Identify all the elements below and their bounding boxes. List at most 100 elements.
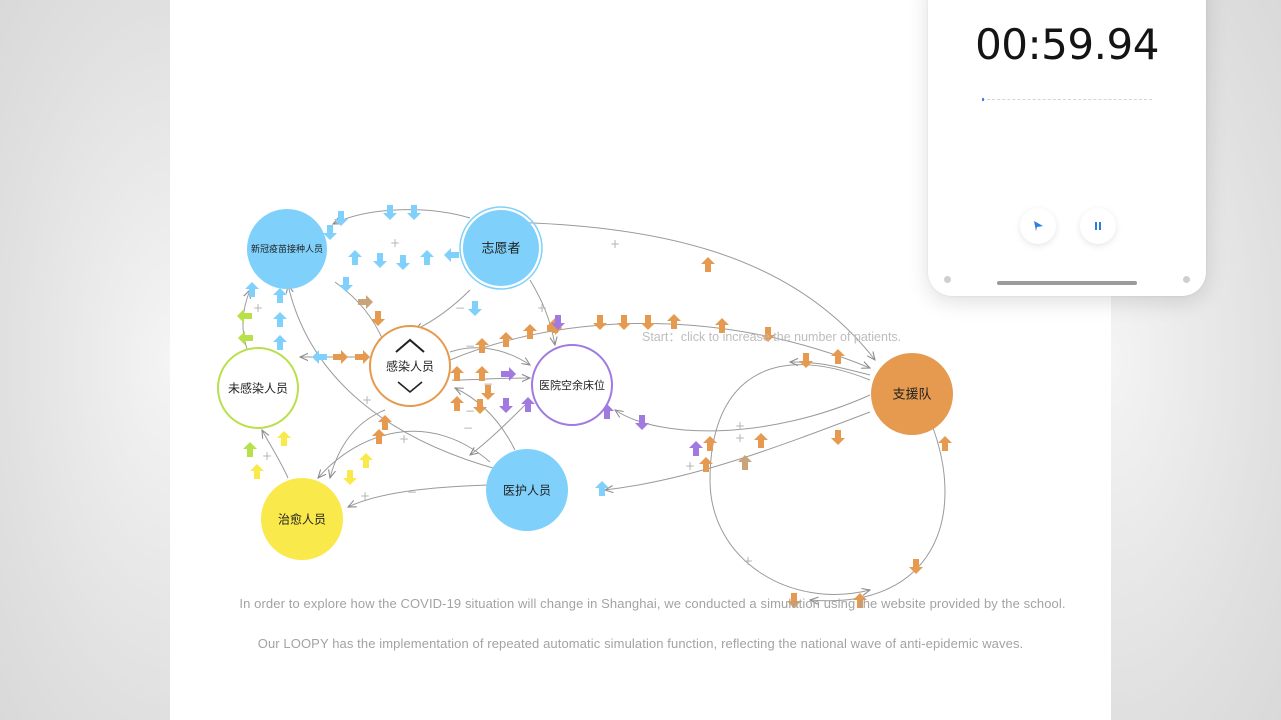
edge-sign-2: +: [537, 301, 547, 315]
signal-arrow-49: [699, 457, 713, 472]
node-label-uninfected: 未感染人员: [228, 380, 288, 395]
node-label-volunteers: 志愿者: [481, 242, 520, 257]
edge-sign-15: −: [465, 404, 475, 418]
node-vaccinated[interactable]: 新冠疫苗接种人员: [247, 209, 327, 289]
home-indicator: [997, 281, 1137, 285]
left-backdrop: [0, 0, 170, 720]
play-button[interactable]: [1020, 208, 1056, 244]
edge-sign-16: +: [360, 489, 370, 503]
signal-arrow-43: [450, 366, 464, 381]
signal-arrow-11: [245, 282, 259, 297]
signal-arrow-63: [635, 415, 649, 430]
signal-arrow-38: [715, 318, 729, 333]
signal-arrow-9: [339, 277, 353, 292]
node-label-vaccinated: 新冠疫苗接种人员: [251, 243, 323, 255]
edge-support-loop-left: [709, 364, 870, 595]
signal-arrow-58: [501, 367, 516, 381]
signal-arrow-29: [378, 415, 392, 430]
signal-arrow-45: [481, 385, 495, 400]
node-label-infected: 感染人员: [386, 358, 434, 373]
edge-sign-14: +: [685, 459, 695, 473]
signal-arrow-55: [853, 593, 867, 608]
edge-sign-10: +: [262, 449, 272, 463]
edge-medical-to-recovered: [348, 484, 489, 507]
pause-icon: [1095, 222, 1101, 230]
edge-recovered-to-uninfected: [262, 430, 289, 479]
signal-arrow-12: [273, 288, 287, 303]
signal-arrow-31: [499, 332, 513, 347]
edge-volunteer-to-beds: [529, 279, 555, 345]
signal-arrow-13: [273, 312, 287, 327]
start-hint: Start：click to increase the number of pa…: [642, 330, 902, 344]
caption-line-2: Our LOOPY has the implementation of repe…: [257, 636, 1024, 651]
edge-sign-4: +: [253, 301, 263, 315]
edge-sign-8: −: [483, 377, 493, 391]
signal-arrow-28: [372, 429, 386, 444]
node-label-medical-staff: 医护人员: [503, 483, 551, 497]
signal-arrow-57: [738, 455, 752, 470]
signal-arrow-44: [475, 366, 489, 381]
edge-sign-6: +: [399, 432, 409, 446]
edge-support-loop-right: [810, 419, 946, 601]
signal-arrow-27: [355, 350, 370, 364]
edge-medical-to-infected: [455, 388, 516, 451]
signal-arrow-54: [787, 593, 801, 608]
signal-arrow-52: [938, 436, 952, 451]
signal-arrow-24: [371, 311, 385, 326]
edge-infected-to-recovered: [330, 409, 386, 478]
signal-arrow-10: [468, 301, 482, 316]
edge-medical-to-recovered-b: [318, 430, 491, 478]
signal-arrow-32: [523, 324, 537, 339]
decrease-chevron-icon[interactable]: [397, 381, 423, 394]
node-label-hospital-beds: 医院空余床位: [539, 378, 605, 392]
signal-arrow-61: [551, 315, 565, 330]
signal-arrow-15: [312, 350, 327, 364]
signal-arrow-53: [909, 559, 923, 574]
edge-volunteer-to-support-team: [499, 221, 875, 360]
signal-arrow-51: [831, 430, 845, 445]
edge-volunteer-to-vaccinated-top: [333, 209, 471, 224]
signal-arrow-35: [617, 315, 631, 330]
node-hospital-beds[interactable]: 医院空余床位: [531, 344, 613, 426]
signal-arrow-60: [521, 397, 535, 412]
signal-arrow-23: [359, 453, 373, 468]
node-support-team[interactable]: 支援队: [871, 353, 953, 435]
edge-sign-11: +: [735, 419, 745, 433]
signal-arrow-16: [595, 481, 609, 496]
signal-arrow-3: [323, 225, 337, 240]
signal-arrow-0: [334, 211, 348, 226]
node-volunteers[interactable]: 志愿者: [459, 206, 543, 290]
node-infected[interactable]: 感染人员: [369, 325, 451, 407]
signal-arrow-34: [593, 315, 607, 330]
signal-arrow-14: [273, 335, 287, 350]
signal-arrow-6: [396, 255, 410, 270]
node-recovered[interactable]: 治愈人员: [261, 478, 343, 560]
node-label-support-team: 支援队: [892, 388, 931, 403]
signal-arrow-40: [799, 353, 813, 368]
edge-sign-17: −: [465, 339, 475, 353]
loopy-diagram[interactable]: +++−+++−−−+++++−+−新冠疫苗接种人员志愿者感染人员医院空余床位未…: [170, 0, 1111, 720]
signal-arrow-26: [333, 350, 348, 364]
increase-chevron-icon[interactable]: [395, 338, 425, 353]
node-uninfected[interactable]: 未感染人员: [217, 347, 299, 429]
signal-arrow-47: [473, 399, 487, 414]
edge-support-to-medical: [605, 411, 871, 490]
signal-arrow-30: [475, 338, 489, 353]
signal-arrow-42: [701, 257, 715, 272]
play-icon: [1034, 221, 1043, 231]
edge-beds-to-medical: [470, 399, 531, 455]
signal-arrow-37: [667, 314, 681, 329]
signal-arrow-8: [444, 248, 459, 262]
edge-sign-9: −: [407, 485, 417, 499]
pause-button[interactable]: [1080, 208, 1116, 244]
node-medical-staff[interactable]: 医护人员: [486, 449, 568, 531]
edge-sign-7: −: [463, 421, 473, 435]
slide-canvas: +++−+++−−−+++++−+−新冠疫苗接种人员志愿者感染人员医院空余床位未…: [170, 0, 1206, 720]
caption-line-1: In order to explore how the COVID-19 sit…: [239, 596, 1066, 611]
edge-sign-5: +: [362, 393, 372, 407]
signal-arrow-5: [373, 253, 387, 268]
signal-arrow-22: [343, 470, 357, 485]
node-label-recovered: 治愈人员: [278, 511, 326, 526]
signal-arrow-7: [420, 250, 434, 265]
signal-arrow-50: [754, 433, 768, 448]
